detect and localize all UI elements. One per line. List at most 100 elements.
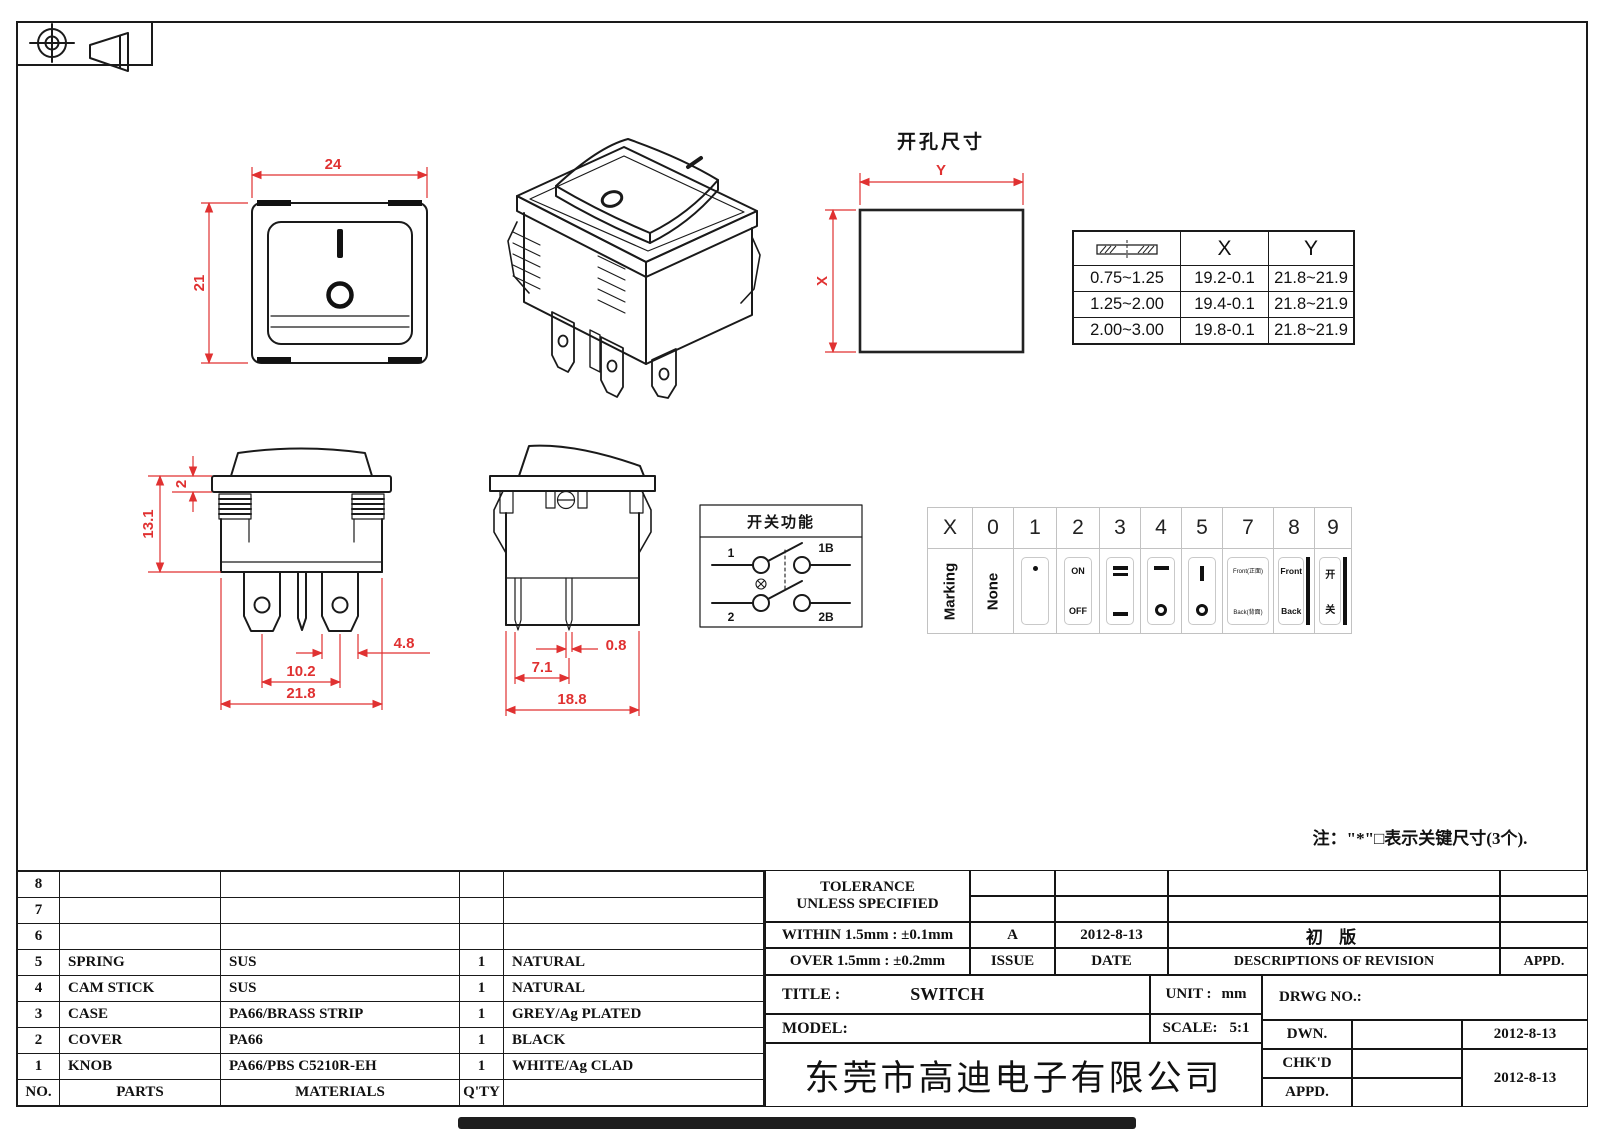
parts-material: PA66/BRASS STRIP bbox=[221, 1002, 459, 1027]
parts-name: KNOB bbox=[60, 1054, 220, 1079]
parts-name bbox=[60, 924, 220, 949]
cutout-view: 开孔尺寸 Y X bbox=[814, 130, 1025, 354]
xy-header-y: Y bbox=[1269, 232, 1353, 265]
parts-header-materials: MATERIALS bbox=[221, 1080, 459, 1105]
issue-label: ISSUE bbox=[970, 948, 1055, 975]
elevation-dimensions: 13.1 2 4.8 10.2 21.8 bbox=[140, 456, 430, 710]
marking-cell-7: Front(正面)Back(背面) bbox=[1223, 549, 1273, 633]
parts-color: GREY/Ag PLATED bbox=[504, 1002, 763, 1027]
bar-icon bbox=[1112, 612, 1128, 616]
parts-no: 1 bbox=[18, 1054, 59, 1079]
profile-dimensions: 0.8 7.1 18.8 bbox=[504, 631, 641, 716]
revision-empty bbox=[1168, 896, 1500, 922]
appd-empty bbox=[1500, 870, 1588, 896]
parts-no: 2 bbox=[18, 1028, 59, 1053]
parts-qty: 1 bbox=[460, 1028, 503, 1053]
appd-header: APPD. bbox=[1500, 948, 1588, 975]
chkd-date: 2012-8-13 bbox=[1462, 1049, 1588, 1107]
revision-description: 初 版 bbox=[1168, 922, 1500, 948]
issue-empty bbox=[970, 896, 1055, 922]
parts-no: 6 bbox=[18, 924, 59, 949]
xy-cell: 21.8~21.9 bbox=[1269, 292, 1353, 317]
tolerance-over: OVER 1.5mm : ±0.2mm bbox=[765, 948, 970, 975]
marking-header: 3 bbox=[1100, 508, 1140, 548]
third-angle-projection-icon bbox=[29, 23, 129, 72]
xy-cell: 21.8~21.9 bbox=[1269, 318, 1353, 343]
switch-function-box: 开关功能 1 1B 2 2B bbox=[699, 504, 863, 628]
front-view: 24 21 bbox=[191, 156, 429, 365]
thick-bar-icon bbox=[1306, 557, 1310, 625]
parts-color: BLACK bbox=[504, 1028, 763, 1053]
parts-table: 8 7 6 5 SPRING SUS 1 NATURAL 4 CAM STICK… bbox=[16, 870, 765, 1107]
dim-18-8: 18.8 bbox=[557, 691, 586, 708]
marking-header: 7 bbox=[1223, 508, 1273, 548]
marking-header: 5 bbox=[1182, 508, 1222, 548]
marking-cell-3 bbox=[1100, 549, 1140, 633]
title-value: SWITCH bbox=[910, 984, 985, 1004]
on-symbol-icon bbox=[686, 156, 703, 169]
elevation-view: 13.1 2 4.8 10.2 21.8 bbox=[140, 447, 430, 710]
tolerance-cell: TOLERANCE UNLESS SPECIFIED bbox=[765, 870, 970, 922]
parts-name bbox=[60, 898, 220, 923]
dim-x-label: X bbox=[814, 276, 831, 286]
parts-name: CAM STICK bbox=[60, 976, 220, 1001]
key-dimension-note: 注："*"□表示关键尺寸(3个). bbox=[1312, 829, 1528, 848]
dim-2: 2 bbox=[173, 480, 190, 488]
function-box-title: 开关功能 bbox=[747, 513, 815, 531]
model-cell: MODEL: bbox=[765, 1014, 1150, 1043]
dim-10-2: 10.2 bbox=[286, 663, 315, 680]
parts-material bbox=[221, 898, 459, 923]
terminal-2-label: 2 bbox=[728, 610, 735, 624]
xy-cell: 1.25~2.00 bbox=[1074, 292, 1180, 317]
parts-no: 7 bbox=[18, 898, 59, 923]
chkd-label: CHK'D bbox=[1262, 1049, 1352, 1078]
appd-empty bbox=[1500, 896, 1588, 922]
marking-cell-9: 开关 bbox=[1315, 549, 1351, 633]
marking-header: 9 bbox=[1315, 508, 1351, 548]
parts-color: WHITE/Ag CLAD bbox=[504, 1054, 763, 1079]
dim-4-8: 4.8 bbox=[394, 635, 415, 652]
cutout-dimension-table: X Y 0.75~1.25 19.2-0.1 21.8~21.9 1.25~2.… bbox=[1072, 230, 1355, 345]
xy-cell: 19.4-0.1 bbox=[1181, 292, 1268, 317]
parts-name: SPRING bbox=[60, 950, 220, 975]
parts-qty: 1 bbox=[460, 1054, 503, 1079]
parts-qty: 1 bbox=[460, 950, 503, 975]
issue-value: A bbox=[970, 922, 1055, 948]
parts-material: PA66/PBS C5210R-EH bbox=[221, 1054, 459, 1079]
front-view-dimensions: 24 21 bbox=[191, 156, 429, 365]
date-label: DATE bbox=[1055, 948, 1168, 975]
off-symbol-icon bbox=[326, 281, 354, 309]
parts-material bbox=[221, 924, 459, 949]
marking-cell-4 bbox=[1141, 549, 1181, 633]
dwn-signature bbox=[1352, 1020, 1462, 1049]
parts-color bbox=[504, 872, 763, 897]
serrations bbox=[512, 231, 626, 314]
parts-name: COVER bbox=[60, 1028, 220, 1053]
parts-no: 3 bbox=[18, 1002, 59, 1027]
parts-header-color bbox=[504, 1080, 763, 1105]
appd-empty bbox=[1500, 922, 1588, 948]
thick-bar-icon bbox=[1343, 557, 1347, 625]
parts-color bbox=[504, 924, 763, 949]
marking-row-label-cell: Marking bbox=[928, 549, 972, 633]
marking-header: 8 bbox=[1274, 508, 1314, 548]
terminals bbox=[551, 311, 677, 399]
parts-qty bbox=[460, 872, 503, 897]
xy-cell: 0.75~1.25 bbox=[1074, 266, 1180, 291]
dim-21-8: 21.8 bbox=[286, 685, 315, 702]
perspective-view bbox=[507, 138, 761, 399]
parts-header-parts: PARTS bbox=[60, 1080, 220, 1105]
dot-icon bbox=[1032, 566, 1038, 571]
dim-y-label: Y bbox=[936, 162, 946, 179]
dim-13-1: 13.1 bbox=[140, 509, 157, 538]
dwn-date: 2012-8-13 bbox=[1462, 1020, 1588, 1049]
parts-no: 8 bbox=[18, 872, 59, 897]
profile-view: 0.8 7.1 18.8 bbox=[489, 444, 656, 716]
on-symbol-icon bbox=[337, 229, 343, 258]
revision-empty bbox=[1168, 870, 1500, 896]
appd-row-label: APPD. bbox=[1262, 1078, 1352, 1107]
parts-name bbox=[60, 872, 220, 897]
